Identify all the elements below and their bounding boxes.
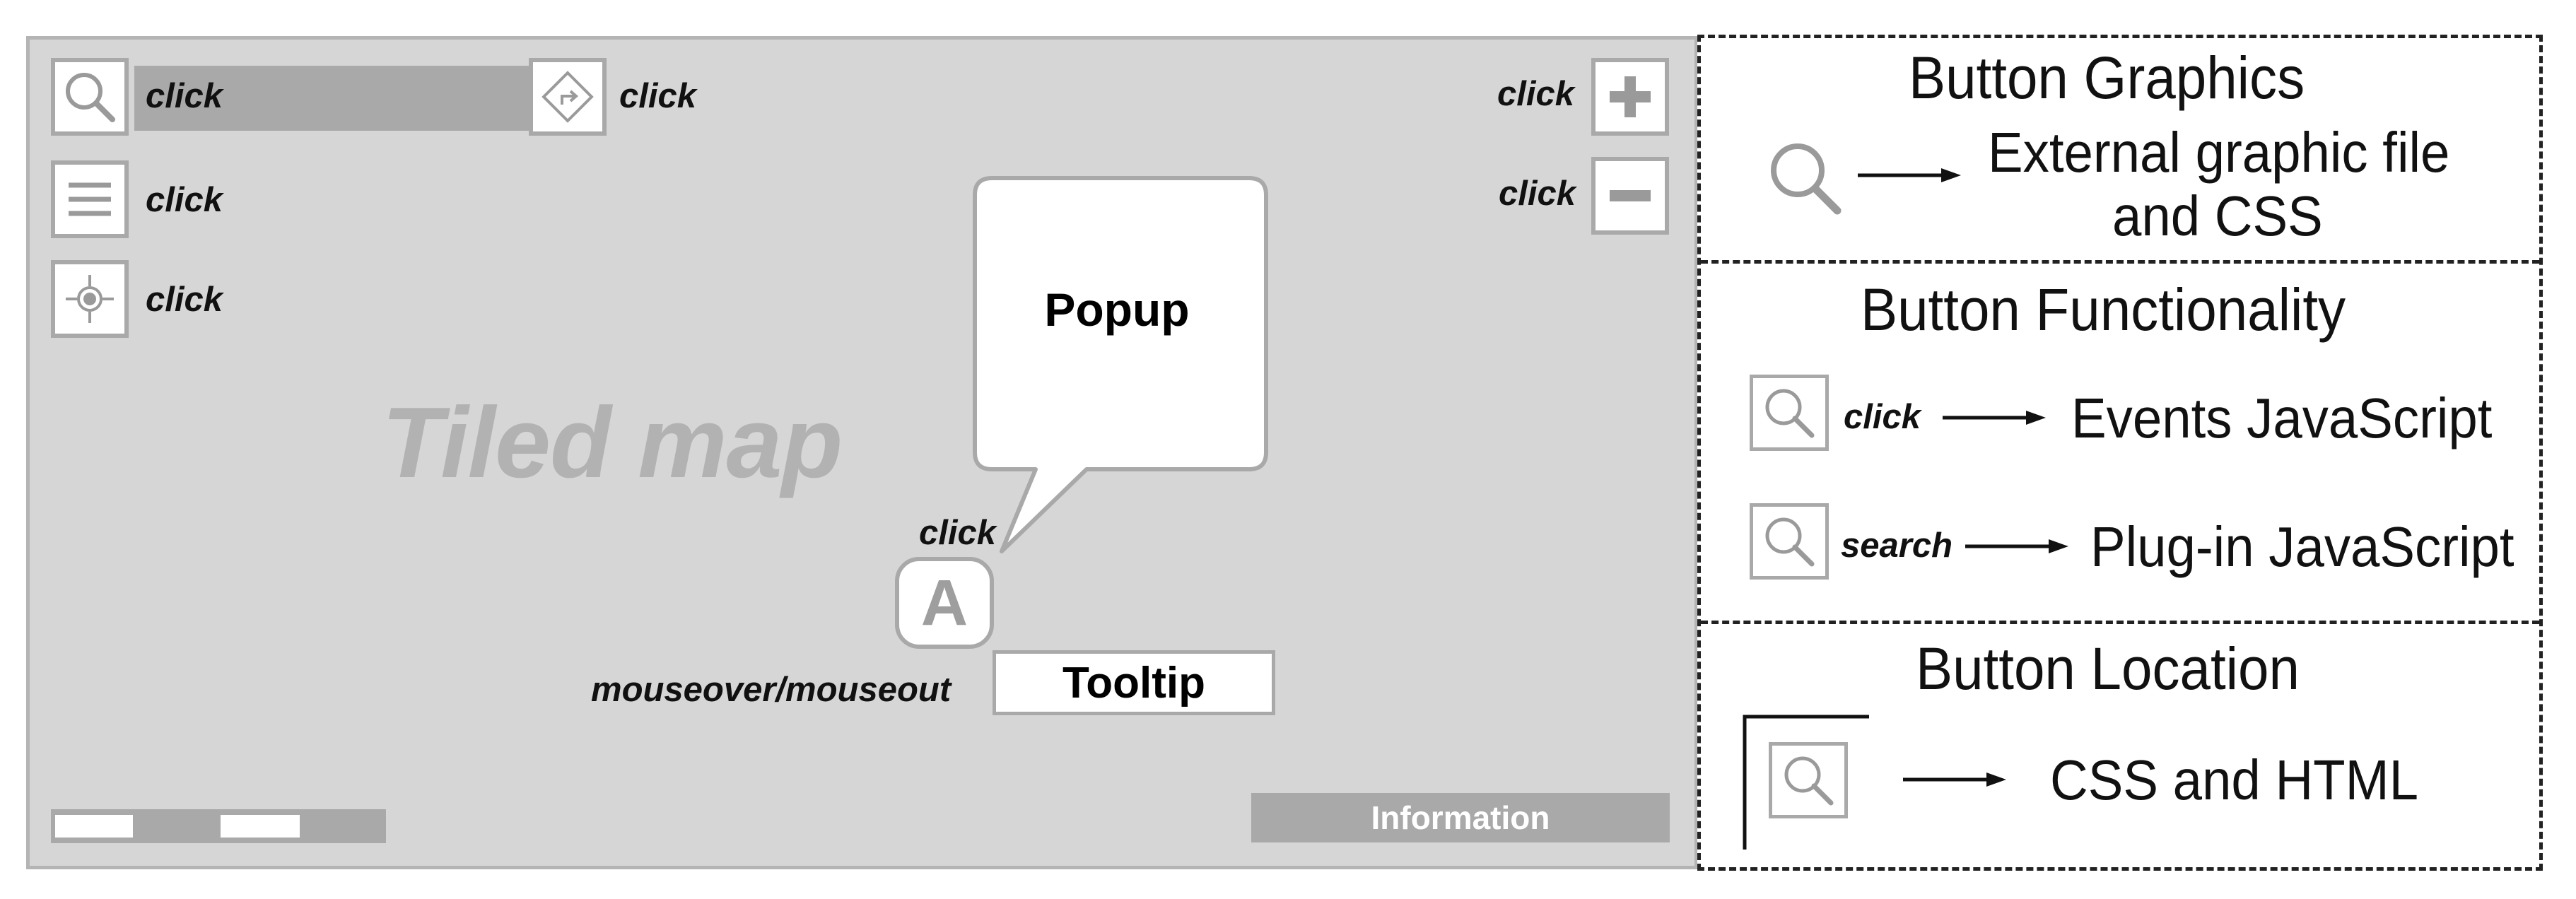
search-bar[interactable] (134, 66, 541, 131)
zoom-out-click-label: click (1499, 175, 1576, 213)
locate-button[interactable] (51, 260, 129, 338)
legend-panel (1697, 35, 2543, 871)
scale-bar (51, 809, 386, 843)
legend-search-button (1750, 503, 1829, 580)
route-icon (541, 71, 594, 123)
plugin-javascript-label: Plug-in JavaScript (2090, 515, 2514, 578)
css-and-html-label: CSS and HTML (2050, 748, 2418, 811)
location-heading: Button Location (1916, 635, 2300, 702)
popup-text: Popup (1044, 283, 1190, 336)
legend-click-label: click (1844, 398, 1921, 436)
zoom-out-button[interactable] (1591, 157, 1669, 235)
search-icon (1765, 389, 1815, 438)
popup-bubble (973, 176, 1268, 553)
search-click-label: click (146, 77, 223, 115)
tooltip-box: Tooltip (993, 650, 1275, 715)
map-corner-frame (1743, 715, 1869, 850)
legend-search-button (1750, 375, 1829, 451)
route-click-label: click (619, 77, 696, 115)
graphics-desc-line2: and CSS (2112, 184, 2323, 247)
tooltip-trigger-label: mouseover/mouseout (591, 671, 952, 709)
zoom-in-icon (1610, 76, 1651, 117)
search-icon (1771, 143, 1842, 215)
legend-search-button (1769, 742, 1848, 818)
arrow-icon (1965, 539, 2068, 553)
search-icon (66, 73, 115, 122)
zoom-out-icon (1610, 190, 1651, 201)
map-watermark: Tiled map (382, 387, 843, 499)
menu-click-label: click (146, 181, 223, 219)
arrow-icon (1903, 772, 2006, 787)
locate-icon (66, 275, 114, 323)
arrow-icon (1943, 411, 2046, 425)
search-icon (1765, 517, 1815, 567)
search-icon (1784, 756, 1834, 806)
search-button[interactable] (51, 58, 129, 136)
graphics-heading: Button Graphics (1909, 45, 2305, 111)
map-marker[interactable]: A (895, 557, 994, 649)
route-button[interactable] (529, 58, 607, 136)
events-javascript-label: Events JavaScript (2071, 387, 2493, 450)
graphics-desc-line1: External graphic file (1988, 121, 2450, 184)
menu-button[interactable] (51, 160, 129, 238)
zoom-in-button[interactable] (1591, 58, 1669, 136)
tiled-map-panel[interactable] (26, 36, 1698, 869)
legend-divider (1701, 260, 2539, 264)
information-bar[interactable]: Information (1251, 793, 1670, 842)
functionality-heading: Button Functionality (1861, 276, 2346, 343)
legend-divider (1701, 621, 2539, 624)
legend-search-label: search (1841, 527, 1953, 565)
arrow-icon (1858, 168, 1961, 182)
zoom-in-click-label: click (1497, 75, 1574, 113)
popup-click-label: click (919, 514, 996, 552)
menu-icon (69, 182, 111, 216)
locate-click-label: click (146, 281, 223, 319)
